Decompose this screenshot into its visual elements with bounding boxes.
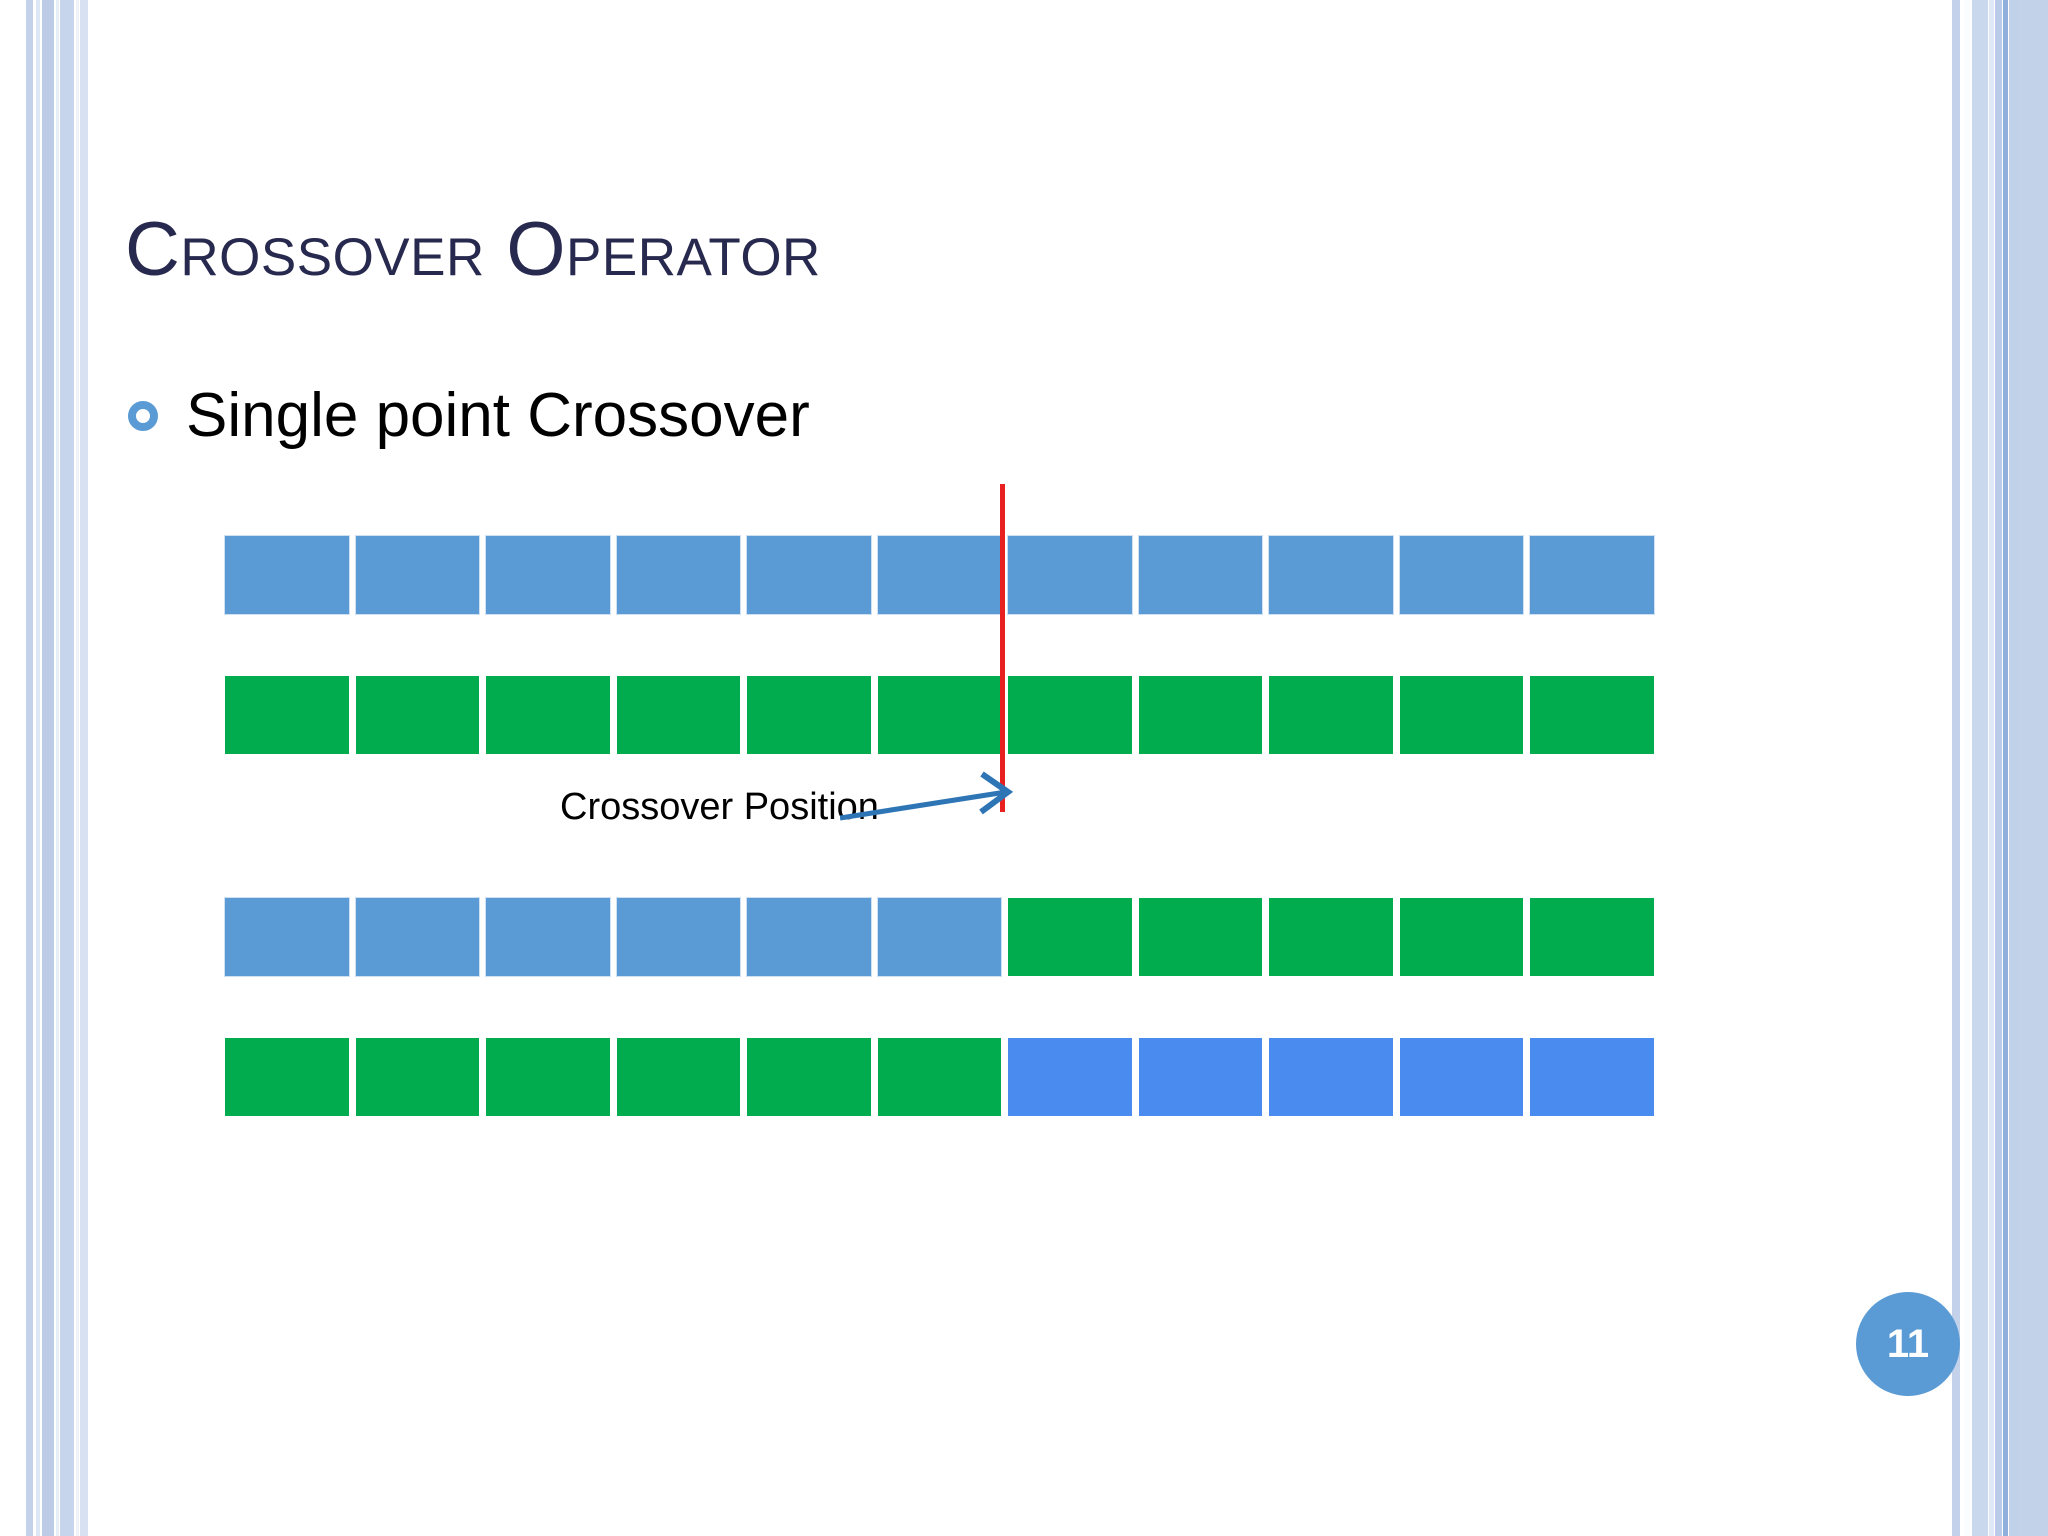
gene-cell: [1137, 535, 1264, 615]
right-stripe-8: [2018, 0, 2048, 1536]
gene-cell: [1268, 675, 1394, 755]
gene-cell: [746, 535, 872, 615]
right-stripe-1: [1952, 0, 1960, 1536]
left-stripe-6: [76, 0, 79, 1536]
bullet-item: Single point Crossover: [128, 385, 810, 447]
gene-cell: [615, 535, 742, 615]
bullet-label: Single point Crossover: [186, 381, 810, 450]
crossover-pointer-arrow-icon: [840, 771, 1014, 821]
gene-cell: [1268, 535, 1394, 615]
gene-cell: [485, 535, 611, 615]
gene-cell: [224, 675, 350, 755]
gene-cell: [354, 1037, 481, 1117]
gene-cell: [876, 897, 1003, 977]
chromosome-row-child-a: [224, 897, 1656, 977]
gene-cell: [1398, 675, 1525, 755]
gene-cell: [1007, 535, 1133, 615]
gene-cell: [876, 535, 1003, 615]
gene-cell: [1268, 897, 1394, 977]
gene-cell: [746, 675, 872, 755]
gene-cell: [485, 897, 611, 977]
chromosome-row-parent-b: [224, 675, 1656, 755]
gene-cell: [485, 1037, 611, 1117]
right-stripe-2: [1964, 0, 1970, 1536]
gene-cell: [746, 897, 872, 977]
left-stripe-7: [80, 0, 88, 1536]
right-stripe-6: [2003, 0, 2008, 1536]
left-stripe-1: [26, 0, 33, 1536]
gene-cell: [224, 897, 350, 977]
left-stripe-4: [56, 0, 59, 1536]
gene-cell: [615, 1037, 742, 1117]
chromosome-row-parent-a: [224, 535, 1656, 615]
crossover-position-label: Crossover Position: [560, 786, 879, 828]
slide-title: Crossover Operator: [125, 207, 821, 292]
gene-cell: [1007, 897, 1133, 977]
gene-cell: [1137, 1037, 1264, 1117]
page-number-badge: 11: [1856, 1292, 1960, 1396]
gene-cell: [224, 535, 350, 615]
right-stripe-3: [1972, 0, 1988, 1536]
gene-cell: [1137, 675, 1264, 755]
gene-cell: [354, 897, 481, 977]
gene-cell: [1398, 897, 1525, 977]
gene-cell: [485, 675, 611, 755]
hollow-circle-bullet-icon: [128, 401, 158, 431]
right-stripe-4: [1989, 0, 1994, 1536]
left-stripe-5: [60, 0, 74, 1536]
gene-cell: [876, 1037, 1003, 1117]
gene-cell: [615, 675, 742, 755]
gene-cell: [1529, 675, 1656, 755]
gene-cell: [1529, 1037, 1656, 1117]
gene-cell: [354, 675, 481, 755]
gene-cell: [615, 897, 742, 977]
gene-cell: [354, 535, 481, 615]
gene-cell: [1007, 675, 1133, 755]
gene-cell: [876, 675, 1003, 755]
gene-cell: [1137, 897, 1264, 977]
right-stripe-5: [1995, 0, 2002, 1536]
gene-cell: [1007, 1037, 1133, 1117]
gene-cell: [224, 1037, 350, 1117]
gene-cell: [1529, 897, 1656, 977]
chromosome-row-child-b: [224, 1037, 1656, 1117]
crossover-position-line: [1000, 484, 1005, 812]
gene-cell: [1529, 535, 1656, 615]
left-stripe-2: [36, 0, 40, 1536]
gene-cell: [746, 1037, 872, 1117]
gene-cell: [1398, 1037, 1525, 1117]
gene-cell: [1268, 1037, 1394, 1117]
gene-cell: [1398, 535, 1525, 615]
left-stripe-3: [42, 0, 54, 1536]
right-stripe-7: [2009, 0, 2018, 1536]
